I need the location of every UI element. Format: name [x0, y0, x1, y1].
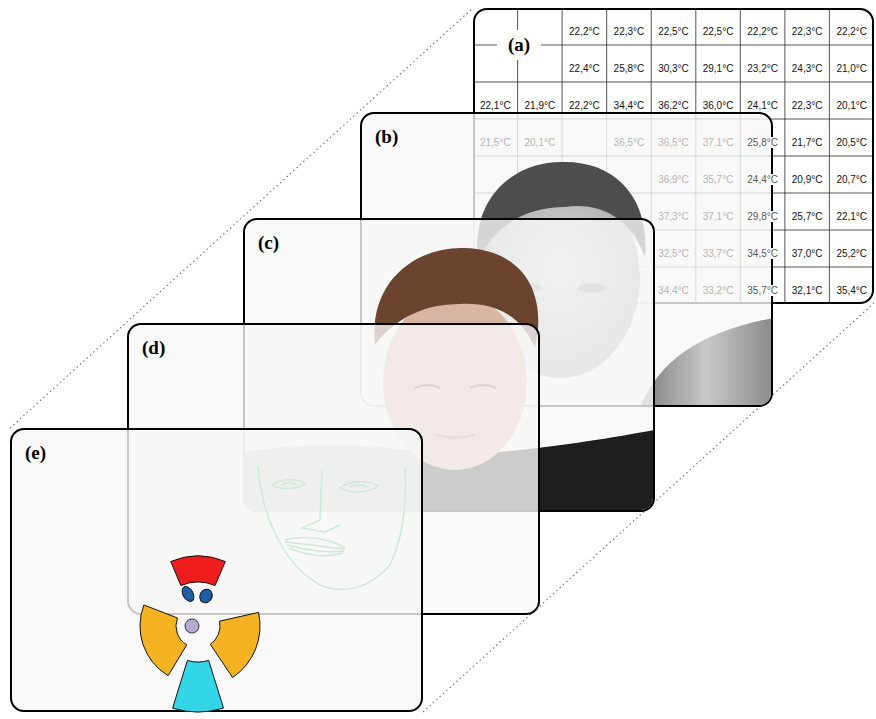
panel-label: (c) [258, 233, 279, 254]
forehead-region [171, 556, 226, 586]
panel-label: (d) [142, 338, 165, 359]
panel-label: (e) [25, 443, 46, 464]
panel-label: (a) [508, 35, 530, 56]
panel-label: (b) [375, 127, 398, 148]
nose-region [185, 619, 199, 633]
